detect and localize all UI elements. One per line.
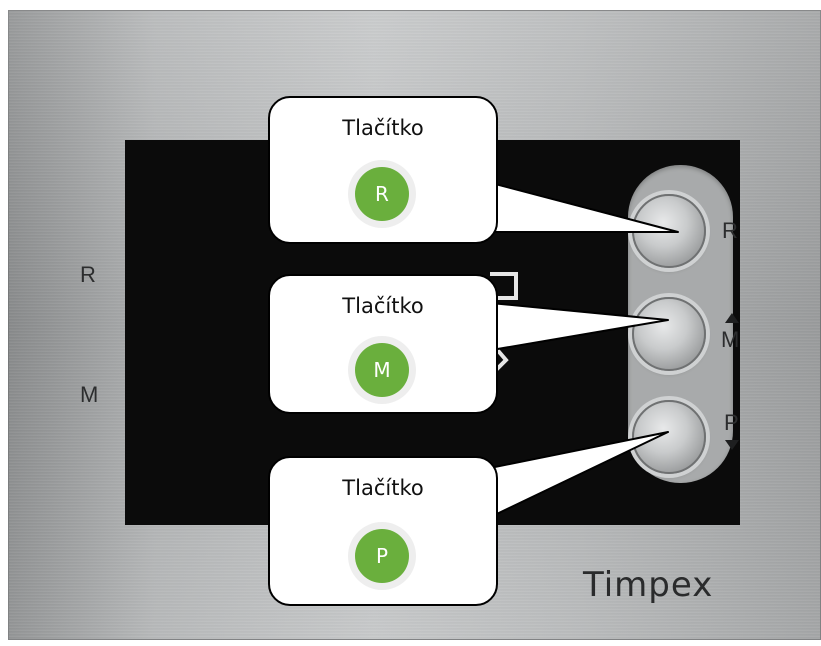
callout-button-r: Tlačítko R: [268, 96, 498, 244]
hardware-button-m[interactable]: [632, 297, 706, 371]
badge-p-label: P: [355, 529, 409, 583]
callout-title: Tlačítko: [342, 116, 424, 140]
button-label-r: R: [722, 218, 738, 243]
badge-r: R: [348, 160, 416, 228]
brand-logo: Timpex: [583, 565, 714, 605]
button-label-m: M: [721, 327, 740, 352]
callout-button-m: Tlačítko M: [268, 274, 498, 414]
callout-title: Tlačítko: [342, 476, 424, 500]
button-label-p: P: [724, 410, 739, 435]
callout-button-p: Tlačítko P: [268, 456, 498, 606]
hardware-button-r[interactable]: [632, 194, 706, 268]
badge-m-label: M: [355, 343, 409, 397]
left-label-r: R: [80, 262, 96, 287]
callout-title: Tlačítko: [342, 294, 424, 318]
left-label-m: M: [80, 382, 99, 407]
arrow-up-icon: [725, 313, 739, 323]
badge-p: P: [348, 522, 416, 590]
arrow-down-icon: [725, 440, 739, 450]
badge-r-label: R: [355, 167, 409, 221]
hardware-button-p[interactable]: [632, 400, 706, 474]
badge-m: M: [348, 336, 416, 404]
